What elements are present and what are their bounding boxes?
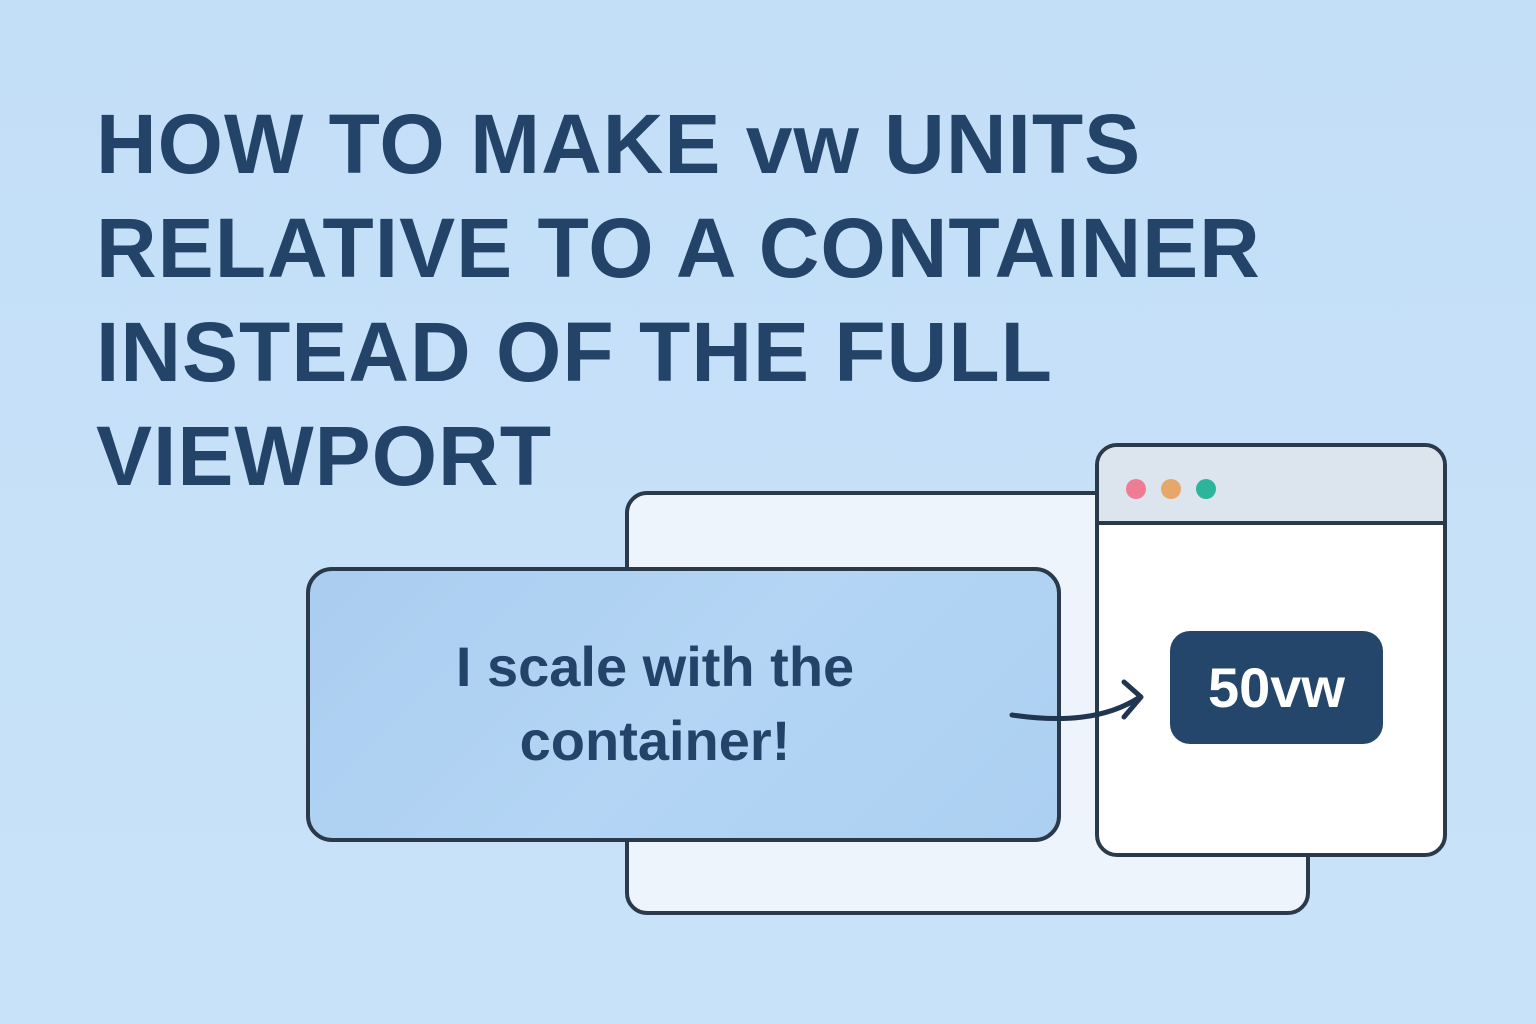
title-vw-unit: vw (745, 97, 860, 191)
container-box (306, 567, 1061, 842)
title-line-1: HOW TO MAKE vw UNITS (96, 92, 1396, 196)
title-line-4: VIEWPORT (96, 409, 553, 503)
title-line-1-end: UNITS (859, 97, 1142, 191)
maximize-dot-icon (1196, 479, 1216, 499)
title-line-2: RELATIVE TO A CONTAINER (96, 201, 1261, 295)
arrow-icon (1009, 679, 1144, 722)
browser-title-bar (1099, 447, 1443, 525)
container-label: I scale with the container! (455, 635, 855, 772)
close-dot-icon (1126, 479, 1146, 499)
title-line-1-start: HOW TO MAKE (96, 97, 746, 191)
vw-badge: 50vw (1170, 631, 1383, 744)
minimize-dot-icon (1161, 479, 1181, 499)
page-title: HOW TO MAKE vw UNITS RELATIVE TO A CONTA… (96, 92, 1396, 508)
title-line-3: INSTEAD OF THE FULL (96, 305, 1053, 399)
